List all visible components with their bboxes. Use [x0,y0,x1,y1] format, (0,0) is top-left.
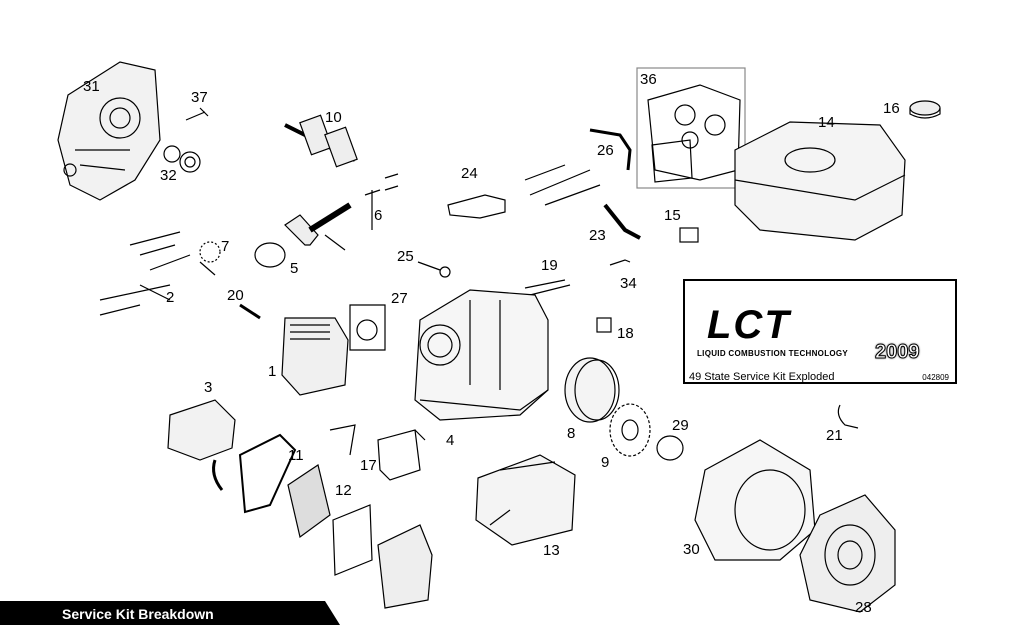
callout-8: 8 [567,425,576,442]
part-cylinder-head [281,304,386,396]
callout-6: 6 [374,207,383,224]
part-fuel-tank [734,121,906,241]
part-clip-21 [837,404,859,429]
callout-13: 13 [543,542,560,559]
part-crankshaft [284,114,358,168]
callout-34: 34 [620,275,637,292]
callout-30: 30 [683,541,700,558]
part-linkage-rods [524,164,601,206]
callout-37: 37 [191,89,208,106]
callout-1: 1 [268,363,277,380]
callout-27: 27 [391,290,408,307]
callout-26: 26 [597,142,614,159]
part-seals-32 [163,145,201,173]
part-bolt-25 [417,261,451,278]
brand-tagline: LIQUID COMBUSTION TECHNOLOGY [697,349,849,358]
banner-shape [0,601,340,625]
callout-5: 5 [290,260,299,277]
part-piston [254,202,352,268]
part-flywheel [564,357,620,423]
callout-16: 16 [883,100,900,117]
part-hose-23 [603,203,641,240]
kit-caption: 49 State Service Kit Exploded [689,371,835,383]
callout-12: 12 [335,482,352,499]
part-governor-6 [364,173,399,230]
callout-7: 7 [221,238,230,255]
part-air-cleaner-cover [377,524,433,609]
callout-3: 3 [204,379,213,396]
part-crankcase-cover [57,61,161,201]
part-recoil-starter [799,494,896,613]
callout-21: 21 [826,427,843,444]
callout-29: 29 [672,417,689,434]
part-fuel-valve [679,227,699,243]
part-air-filter-base [238,433,297,514]
part-module-18 [596,317,612,333]
callout-32: 32 [160,167,177,184]
part-engine-block [414,289,549,421]
callout-14: 14 [818,114,835,131]
part-wire-34 [609,259,631,266]
callout-19: 19 [541,257,558,274]
callout-10: 10 [325,109,342,126]
callout-4: 4 [446,432,455,449]
callout-15: 15 [664,207,681,224]
part-wire-19 [524,279,571,296]
callout-36: 36 [640,71,657,88]
part-fan [609,403,651,457]
part-air-filter-element [287,464,373,576]
part-hose-26 [589,128,632,171]
callout-2: 2 [166,289,175,306]
part-bolt-37 [185,107,209,121]
part-pushrods [129,231,191,271]
callout-18: 18 [617,325,634,342]
callout-11: 11 [288,447,304,464]
part-blower-housing [694,439,816,561]
part-fuel-cap [909,100,941,119]
brand-box: LCT LIQUID COMBUSTION TECHNOLOGY 2009 49… [683,279,957,384]
callout-20: 20 [227,287,244,304]
brand-year-code: 2009 [875,341,920,364]
part-carburetor [329,424,426,481]
part-cup-29 [656,435,684,461]
part-rocker-2 [99,284,171,316]
banner-title: Service Kit Breakdown [62,606,214,622]
kit-code: 042809 [922,373,949,382]
brand-logo: LCT [707,303,791,347]
callout-28: 28 [855,599,872,616]
callout-24: 24 [461,165,478,182]
callout-31: 31 [83,78,100,95]
callout-23: 23 [589,227,606,244]
callout-25: 25 [397,248,414,265]
part-gear-7 [199,241,221,276]
callout-9: 9 [601,454,610,471]
part-spark-plug [239,303,261,320]
part-valve-cover [167,399,236,491]
part-muffler [475,454,576,546]
part-bracket-24 [447,194,506,219]
callout-17: 17 [360,457,377,474]
